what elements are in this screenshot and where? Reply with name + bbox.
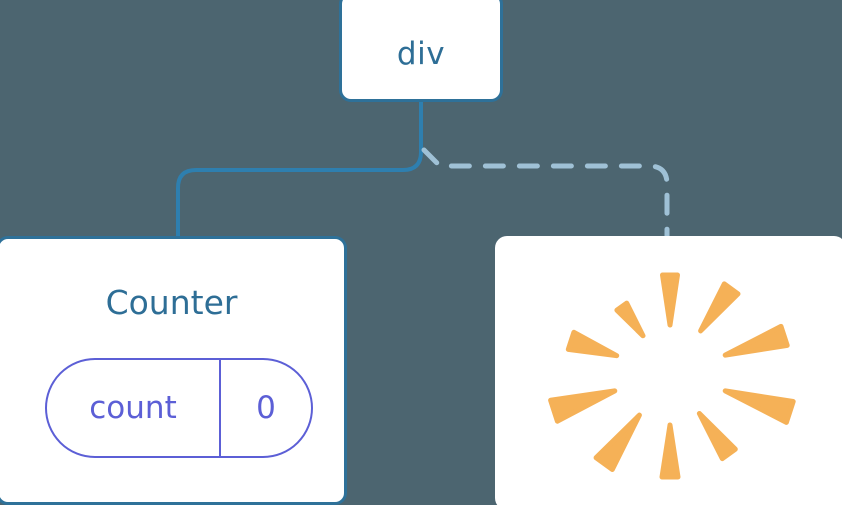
state-key: count bbox=[47, 360, 221, 456]
edge-root-burst bbox=[421, 147, 670, 243]
burst-ray-0 bbox=[660, 272, 680, 328]
burst-ray-1 bbox=[698, 281, 741, 334]
node-div-label: div bbox=[396, 35, 446, 72]
node-div[interactable]: div bbox=[339, 0, 503, 102]
burst-ray-5 bbox=[659, 422, 681, 480]
edge-root-counter bbox=[176, 100, 423, 242]
burst-ray-7 bbox=[548, 388, 618, 424]
starburst-icon bbox=[548, 272, 796, 480]
node-counter[interactable]: Counter count 0 bbox=[0, 236, 347, 505]
burst-ray-2 bbox=[722, 323, 790, 358]
burst-ray-9 bbox=[614, 300, 646, 339]
state-pill-count[interactable]: count 0 bbox=[45, 358, 313, 458]
burst-ray-6 bbox=[593, 412, 642, 472]
node-highlight[interactable] bbox=[495, 236, 842, 505]
node-counter-label: Counter bbox=[105, 283, 238, 322]
burst-ray-8 bbox=[565, 329, 620, 359]
burst-ray-4 bbox=[696, 411, 738, 462]
state-value: 0 bbox=[256, 389, 276, 426]
burst-ray-3 bbox=[722, 388, 796, 425]
